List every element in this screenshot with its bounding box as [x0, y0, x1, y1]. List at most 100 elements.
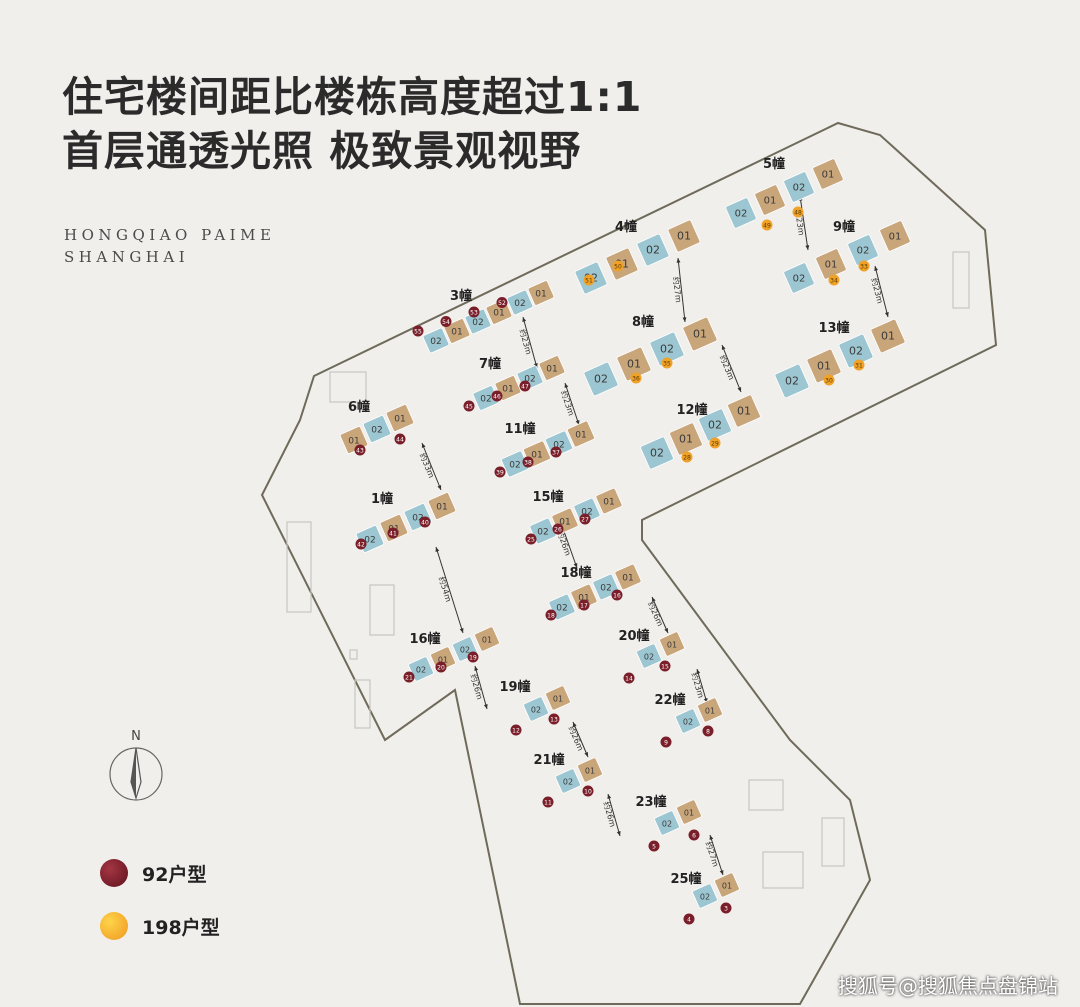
unit-marker-dot [582, 785, 594, 797]
unit-marker: 15 [659, 660, 671, 672]
unit-block-01 [667, 219, 701, 253]
unit-marker-number: 53 [470, 309, 478, 316]
unit-block-01 [676, 799, 702, 825]
legend-dot-198 [100, 912, 128, 940]
unit-label: 02 [509, 461, 520, 471]
unit-marker-number: 48 [794, 209, 802, 216]
brand-name: HONGQIAO PAIME SHANGHAI [64, 224, 275, 268]
unit-marker-dot [496, 297, 508, 308]
unit-marker-dot [510, 724, 522, 736]
unit-label: 02 [514, 299, 525, 309]
unit-label: 02 [553, 441, 564, 451]
unit-label: 02 [531, 706, 541, 715]
unit-marker-dot [611, 589, 623, 601]
unit-marker-number: 47 [521, 383, 529, 390]
building-label: 13幢 [818, 320, 849, 336]
unit-label: 02 [416, 666, 426, 675]
unit-marker-number: 45 [465, 403, 473, 410]
unit-marker-dot [467, 651, 479, 663]
unit-marker: 25 [525, 533, 537, 545]
legend-dot-92 [100, 859, 128, 887]
unit-label: 02 [537, 528, 548, 538]
unit-block-02 [675, 708, 701, 734]
unit-marker-dot [648, 840, 660, 852]
unit-marker-number: 20 [437, 664, 445, 671]
unit-marker-dot [412, 325, 424, 337]
building: 010201024幢5150 [574, 219, 701, 295]
unit-block-02 [422, 327, 450, 354]
spacing-label: 约26m [567, 724, 587, 752]
unit-label: 01 [817, 360, 831, 373]
unit-block-02 [774, 363, 810, 399]
unit-marker: 4 [683, 913, 695, 925]
unit-marker-number: 16 [613, 592, 621, 599]
unit-marker: 47 [519, 380, 531, 392]
spacing-indicator: 约23m [559, 382, 580, 426]
unit-label: 01 [482, 636, 492, 645]
spacing-label: 约26m [646, 600, 666, 628]
unit-marker-number: 14 [625, 675, 633, 682]
unit-marker: 55 [412, 325, 424, 337]
spacing-arrowhead [564, 383, 569, 388]
unit-block-02 [725, 197, 757, 229]
unit-marker-dot [702, 725, 714, 737]
spacing-label: 约27m [704, 840, 722, 868]
unit-block-01 [443, 318, 471, 344]
unit-marker: 33 [858, 260, 870, 272]
unit-marker-number: 38 [524, 459, 532, 466]
spacing-indicator: 约23m [793, 195, 810, 251]
unit-marker-number: 25 [527, 536, 535, 543]
spacing-arrowhead [737, 387, 742, 392]
unit-marker-dot [828, 274, 840, 286]
unit-label: 01 [535, 290, 546, 300]
unit-marker-dot [552, 523, 564, 535]
unit-label: 01 [559, 518, 570, 528]
unit-block-01 [669, 422, 703, 456]
unit-label: 01 [553, 695, 563, 704]
unit-block-02 [555, 768, 581, 794]
unit-block-02 [783, 171, 815, 203]
spacing-line [607, 793, 621, 837]
spacing-arrowhead [884, 312, 889, 317]
unit-marker-dot [688, 829, 700, 841]
unit-marker: 11 [542, 796, 554, 808]
unit-label: 01 [585, 767, 595, 776]
unit-marker-dot [387, 527, 399, 539]
unit-marker-dot [394, 433, 406, 445]
unit-marker: 3 [720, 902, 732, 914]
unit-marker-dot [548, 713, 560, 725]
unit-marker-dot [579, 513, 591, 525]
heading-line-2: 首层通透光照 极致景观视野 [62, 127, 582, 175]
unit-marker: 49 [761, 219, 773, 231]
unit-marker-number: 3 [724, 905, 728, 912]
unit-label: 01 [578, 594, 589, 604]
unit-marker-dot [761, 219, 773, 231]
spacing-arrowhead [483, 704, 488, 709]
building-label: 11幢 [504, 421, 535, 437]
unit-marker-number: 5 [652, 843, 656, 850]
unit-type-legend: 92户型 198户型 [100, 859, 220, 966]
unit-block-02 [654, 810, 680, 836]
unit-marker: 28 [681, 451, 693, 463]
unit-label: 02 [857, 246, 870, 257]
building-label: 4幢 [615, 219, 637, 235]
compass-label: N [131, 729, 141, 744]
spacing-arrowhead [682, 317, 687, 322]
spacing-label: 约23m [518, 328, 535, 356]
unit-label: 01 [684, 809, 694, 818]
spacing-indicator: 约23m [869, 265, 889, 318]
unit-block-01 [567, 420, 595, 448]
unit-marker-number: 17 [580, 602, 588, 609]
unit-block-01 [754, 184, 786, 216]
unit-block-01 [545, 685, 571, 711]
unit-marker-dot [630, 372, 642, 384]
unit-marker-number: 37 [552, 449, 560, 456]
unit-label: 01 [737, 405, 751, 418]
unit-marker-dot [853, 359, 865, 371]
building-label: 9幢 [833, 219, 855, 235]
unit-marker-dot [355, 538, 367, 550]
unit-marker-dot [354, 444, 366, 456]
